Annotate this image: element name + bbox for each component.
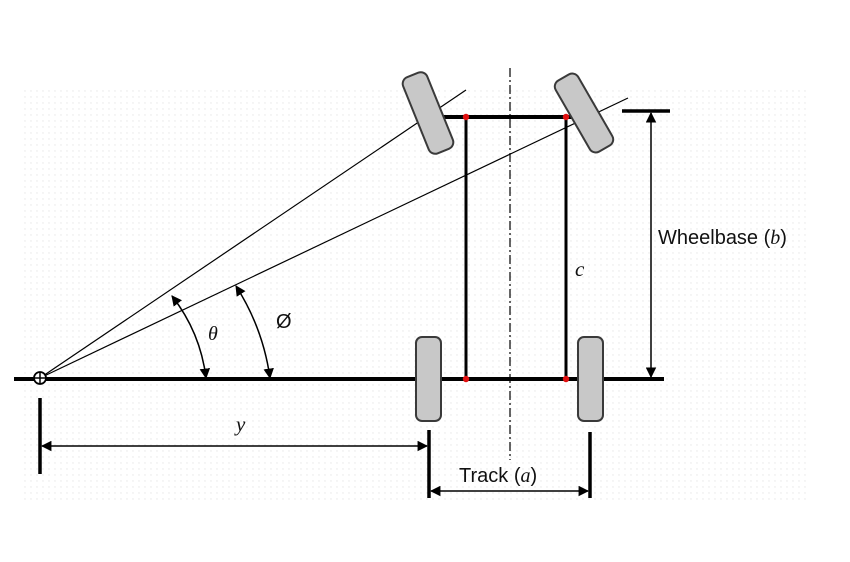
- joint-front-right: [562, 113, 570, 121]
- joint-rear-left: [462, 375, 470, 383]
- front-right-wheel: [553, 72, 615, 154]
- track-label-close: ): [530, 465, 537, 487]
- theta-angle-arc: [171, 295, 211, 380]
- c-label: c: [575, 257, 585, 281]
- y-label: y: [234, 412, 246, 436]
- rear-right-wheel: [577, 336, 604, 422]
- wheelbase-label: Wheelbase (b): [658, 227, 787, 249]
- track-label-text: Track (: [459, 465, 521, 487]
- phi-label: Ø: [276, 311, 292, 333]
- wheelbase-label-var: b: [770, 227, 780, 249]
- wheelbase-label-text: Wheelbase (: [658, 227, 771, 249]
- rear-left-wheel: [415, 336, 442, 422]
- inner-steer-ray: [39, 89, 467, 379]
- dotted-background: [20, 88, 810, 500]
- wheelbase-label-close: ): [780, 227, 787, 249]
- track-label: Track (a): [459, 465, 537, 487]
- front-left-wheel: [401, 71, 455, 155]
- joint-front-left: [462, 113, 470, 121]
- track-label-var: a: [520, 465, 530, 487]
- joint-rear-right: [562, 375, 570, 383]
- outer-steer-ray: [39, 97, 629, 379]
- theta-label: θ: [208, 323, 218, 345]
- phi-angle-arc: [235, 285, 274, 380]
